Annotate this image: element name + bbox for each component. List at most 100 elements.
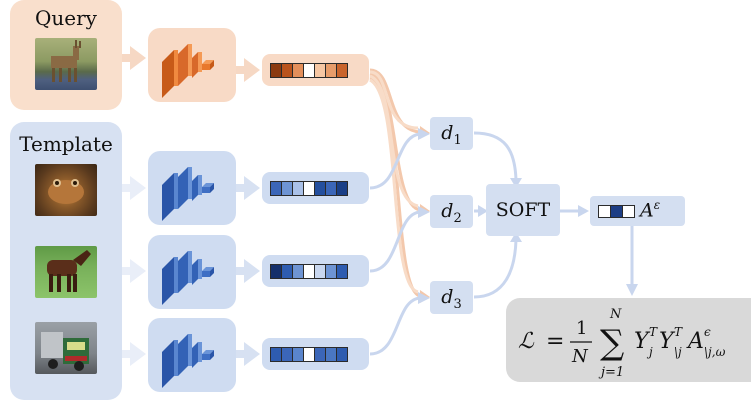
query-label: Query — [35, 6, 97, 30]
d1-sub: 1 — [453, 132, 462, 148]
frog-silhouette — [48, 179, 84, 204]
vector-cell — [293, 182, 304, 195]
query-feature-box — [262, 54, 369, 86]
frog-image — [35, 164, 97, 216]
distance-to-soft-arrowheads — [478, 178, 522, 242]
loss-formula: ℒ = 1 N N ∑ j=1 Y T j Y T \j A ϵ \j,ω — [518, 307, 726, 380]
vector-cell — [293, 64, 304, 77]
query-to-distance-curves — [369, 68, 421, 298]
loss-a: A — [686, 329, 704, 354]
vector-cell — [599, 206, 611, 217]
soft-to-output-arrow — [560, 205, 589, 217]
d1-var: d — [441, 122, 454, 144]
vector-cell — [315, 265, 326, 278]
template2-feature-vector — [270, 264, 348, 279]
template3-to-encoder-arrow — [122, 342, 146, 366]
vector-cell — [326, 348, 337, 361]
query-cnn-icon — [162, 44, 214, 98]
vector-cell — [337, 348, 347, 361]
d2-var: d — [441, 200, 454, 222]
vector-cell — [304, 265, 315, 278]
vector-cell — [326, 265, 337, 278]
vector-cell — [271, 182, 282, 195]
d3-var: d — [441, 286, 454, 308]
vector-cell — [271, 265, 282, 278]
template1-encoder-to-feature-arrow — [236, 176, 260, 200]
loss-sum-upper: N — [609, 307, 622, 322]
output-vector — [598, 205, 635, 218]
input-arrows — [122, 46, 146, 366]
loss-frac-den: N — [571, 346, 589, 367]
vector-cell — [304, 64, 315, 77]
encoder-arrows — [236, 58, 260, 366]
template-label: Template — [19, 132, 113, 156]
vector-cell — [282, 348, 293, 361]
loss-y1: Y — [634, 329, 651, 354]
horse-silhouette — [47, 250, 91, 292]
d3-sub: 3 — [453, 296, 462, 312]
loss-y2-sup: T — [674, 325, 683, 339]
template3-cnn-icon — [162, 334, 214, 388]
template2-encoder — [148, 235, 236, 309]
template3-feature-box — [262, 338, 369, 370]
vector-cell — [271, 348, 282, 361]
output-to-loss-arrow — [626, 226, 638, 296]
template3-encoder-to-feature-arrow — [236, 342, 260, 366]
template2-to-encoder-arrow — [122, 259, 146, 283]
template1-feature-box — [262, 172, 369, 204]
output-sup: ε — [653, 198, 661, 212]
loss-a-sub: \j,ω — [704, 345, 726, 359]
loss-y2-sub: \j — [674, 345, 682, 359]
template2-encoder-to-feature-arrow — [236, 259, 260, 283]
vector-cell — [304, 182, 315, 195]
loss-sum-lower: j=1 — [598, 365, 624, 380]
loss-equals: = — [546, 329, 564, 354]
template1-cnn-icon — [162, 167, 214, 221]
loss-y1-sub: j — [646, 345, 653, 359]
distance-d1: d1 — [430, 117, 473, 150]
truck-image — [35, 322, 97, 374]
horse-image — [35, 246, 97, 298]
distance-d3: d3 — [430, 281, 473, 314]
output-box: Aε — [590, 196, 685, 226]
template-to-distance-curves — [369, 132, 421, 356]
loss-sum-sign: ∑ — [600, 323, 624, 363]
query-encoder-to-feature-arrow — [236, 58, 260, 82]
truck-silhouette — [41, 332, 89, 371]
vector-cell — [293, 348, 304, 361]
vector-cell — [304, 348, 315, 361]
output-label: Aε — [640, 198, 660, 221]
template3-encoder — [148, 318, 236, 392]
query-encoder — [148, 28, 236, 102]
distance-d2: d2 — [430, 195, 473, 228]
loss-y2: Y — [659, 329, 676, 354]
loss-a-sup: ϵ — [704, 325, 711, 339]
deer-silhouette — [51, 40, 81, 82]
d2-sub: 2 — [453, 210, 462, 226]
vector-cell — [611, 206, 623, 217]
vector-cell — [337, 265, 347, 278]
vector-cell — [326, 64, 337, 77]
vector-cell — [282, 265, 293, 278]
template1-encoder — [148, 151, 236, 225]
deer-image — [35, 38, 97, 90]
template1-to-encoder-arrow — [122, 176, 146, 200]
vector-cell — [282, 182, 293, 195]
vector-cell — [315, 348, 326, 361]
vector-cell — [271, 64, 282, 77]
vector-cell — [315, 64, 326, 77]
vector-cell — [623, 206, 634, 217]
template-curve-arrowheads — [418, 128, 430, 304]
query-feature-vector — [270, 63, 348, 78]
vector-cell — [337, 182, 347, 195]
vector-cell — [337, 64, 347, 77]
vector-cell — [315, 182, 326, 195]
query-to-encoder-arrow — [122, 46, 146, 70]
vector-cell — [293, 265, 304, 278]
vector-cell — [326, 182, 337, 195]
loss-frac-num: 1 — [576, 318, 587, 339]
soft-block: SOFT — [486, 184, 560, 236]
loss-box: ℒ = 1 N N ∑ j=1 Y T j Y T \j A ϵ \j,ω — [506, 298, 751, 382]
